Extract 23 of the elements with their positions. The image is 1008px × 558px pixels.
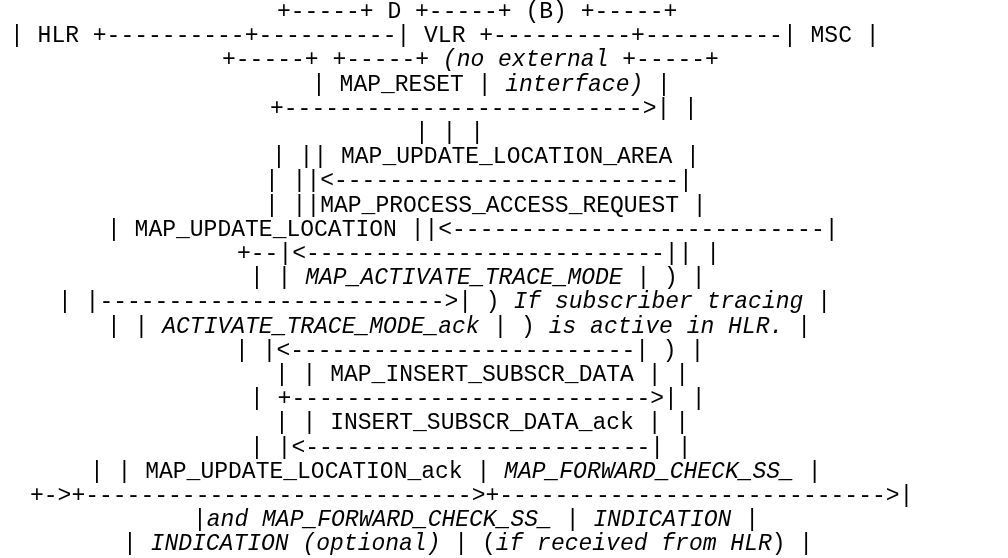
ascii-diagram-line: | +-------------------------->| | xyxy=(250,387,706,412)
ascii-diagram-line: | ||<-------------------------| xyxy=(265,169,693,194)
ascii-diagram-line: +--|<--------------------------|| | xyxy=(237,242,721,266)
ascii-diagram-line: +-----+ +-----+ (no external +-----+ xyxy=(222,48,719,73)
ascii-diagram-line: | MAP_RESET | interface) | xyxy=(312,72,671,97)
ascii-diagram-line: | | MAP_ACTIVATE_TRACE_MODE | ) | xyxy=(250,266,706,291)
ascii-diagram-line: | |<-------------------------| | xyxy=(250,435,692,460)
ascii-diagram-line: +-------------------------->| | xyxy=(270,96,698,121)
ascii-diagram-line: |and MAP_FORWARD_CHECK_SS_ | INDICATION | xyxy=(193,508,759,533)
ascii-diagram-line: | |<-------------------------| ) | xyxy=(235,338,705,363)
ascii-diagram-line: +-----+ D +-----+ (B) +-----+ xyxy=(277,0,678,24)
ascii-diagram-line: | | MAP_UPDATE_LOCATION_ack | MAP_FORWARD_CHECK_SS_ | xyxy=(90,459,822,484)
ascii-diagram-line: | || MAP_UPDATE_LOCATION_AREA | xyxy=(272,145,700,170)
ascii-diagram-line: | | ACTIVATE_TRACE_MODE_ack | ) is active in HLR. | xyxy=(107,314,811,339)
ascii-diagram-line: | INDICATION (optional) | (if received from HLR) | xyxy=(123,532,814,557)
ascii-diagram-line: | MAP_UPDATE_LOCATION ||<---------------------------| xyxy=(107,217,839,242)
ascii-diagram-line: | | MAP_INSERT_SUBSCR_DATA | | xyxy=(275,363,690,387)
ascii-diagram-line: +->+---------------------------->+---------------------------->| xyxy=(30,484,914,508)
ascii-diagram-line: | ||MAP_PROCESS_ACCESS_REQUEST | xyxy=(265,193,707,218)
ascii-diagram-line: | | | xyxy=(415,121,484,145)
ascii-diagram-line: | HLR +----------+----------| VLR +----------+----------| MSC | xyxy=(10,24,880,49)
ascii-diagram-line: | |------------------------->| ) If subscriber tracing | xyxy=(58,290,831,315)
ascii-diagram-line: | | INSERT_SUBSCR_DATA_ack | | xyxy=(275,411,690,436)
